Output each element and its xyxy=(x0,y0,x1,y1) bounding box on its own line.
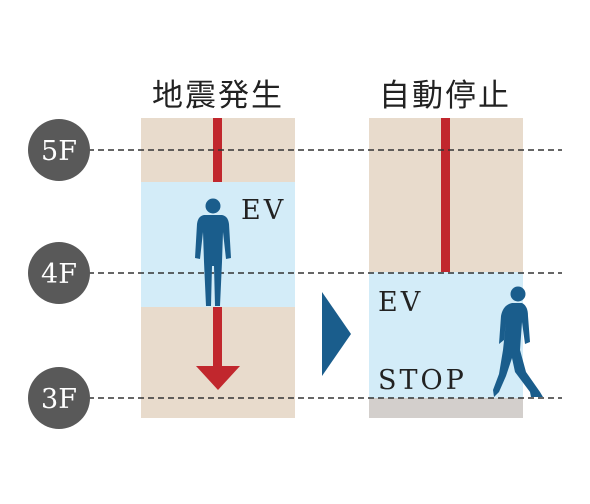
stop-label: STOP xyxy=(378,365,467,396)
svg-text:5F: 5F xyxy=(41,136,77,167)
svg-text:3F: 3F xyxy=(41,384,77,415)
next-arrow-icon xyxy=(322,292,351,376)
right-pit xyxy=(369,398,523,418)
left-rope xyxy=(213,118,222,182)
caption-earthquake: 地震発生 xyxy=(152,78,284,114)
floor-badge-4f: 4F xyxy=(28,242,90,304)
right-cabin xyxy=(369,272,523,398)
caption-auto-stop: 自動停止 xyxy=(379,78,511,114)
ev-label-right: EV xyxy=(378,287,423,318)
right-rope xyxy=(441,118,450,272)
down-arrow-icon xyxy=(196,307,240,390)
floor-badge-5f: 5F xyxy=(28,119,90,181)
ev-label-left: EV xyxy=(241,195,286,226)
person-walking-icon xyxy=(493,286,543,397)
floor-badge-3f: 3F xyxy=(28,367,90,429)
svg-text:4F: 4F xyxy=(41,259,77,290)
person-standing-icon xyxy=(195,198,231,306)
